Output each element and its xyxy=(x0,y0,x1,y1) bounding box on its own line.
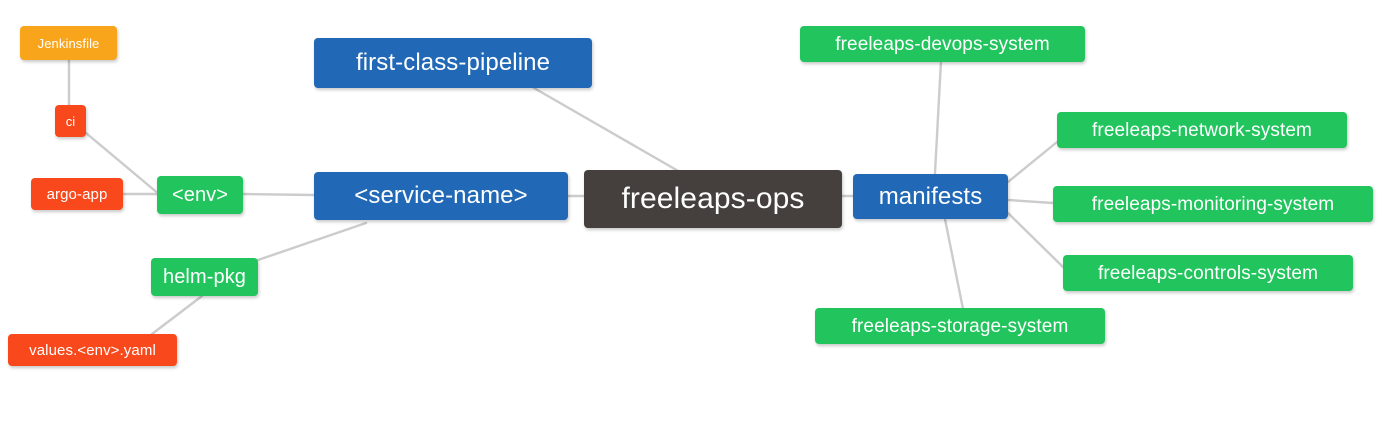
node-env[interactable]: <env> xyxy=(157,176,243,214)
node-freeleaps-monitoring-system[interactable]: freeleaps-monitoring-system xyxy=(1053,186,1373,222)
node-manifests[interactable]: manifests xyxy=(853,174,1008,219)
node-freeleaps-devops-system[interactable]: freeleaps-devops-system xyxy=(800,26,1085,62)
node-label-freeleaps-monitoring-system: freeleaps-monitoring-system xyxy=(1091,193,1335,215)
edge-helmpkg-service xyxy=(256,221,368,262)
edge-valuesyaml-helmpkg xyxy=(150,294,204,336)
node-label-jenkinsfile: Jenkinsfile xyxy=(37,35,100,51)
edge-manifests-monitoring xyxy=(1006,198,1055,205)
node-label-freeleaps-devops-system: freeleaps-devops-system xyxy=(835,33,1050,55)
node-ci[interactable]: ci xyxy=(55,105,86,137)
edge-manifests-network xyxy=(1006,140,1059,184)
node-helm-pkg[interactable]: helm-pkg xyxy=(151,258,258,296)
node-first-class-pipeline[interactable]: first-class-pipeline xyxy=(314,38,592,88)
node-freeleaps-storage-system[interactable]: freeleaps-storage-system xyxy=(815,308,1105,344)
node-label-freeleaps-ops: freeleaps-ops xyxy=(621,182,805,215)
edge-manifests-devops xyxy=(933,59,943,175)
node-label-ci: ci xyxy=(65,113,76,129)
node-argo-app[interactable]: argo-app xyxy=(31,178,123,210)
node-label-freeleaps-network-system: freeleaps-network-system xyxy=(1092,119,1312,141)
node-freeleaps-controls-system[interactable]: freeleaps-controls-system xyxy=(1063,255,1353,291)
node-service-name[interactable]: <service-name> xyxy=(314,172,568,220)
node-label-freeleaps-controls-system: freeleaps-controls-system xyxy=(1097,262,1319,284)
node-jenkinsfile[interactable]: Jenkinsfile xyxy=(20,26,117,60)
node-freeleaps-ops[interactable]: freeleaps-ops xyxy=(584,170,842,228)
node-label-values-env-yaml: values.<env>.yaml xyxy=(29,341,156,359)
edge-manifests-storage xyxy=(943,217,965,311)
edge-env-service xyxy=(241,192,316,197)
node-label-env: <env> xyxy=(171,184,229,206)
node-label-manifests: manifests xyxy=(878,182,983,210)
node-values-env-yaml[interactable]: values.<env>.yaml xyxy=(8,334,177,366)
node-freeleaps-network-system[interactable]: freeleaps-network-system xyxy=(1057,112,1347,148)
node-label-freeleaps-storage-system: freeleaps-storage-system xyxy=(851,315,1069,337)
node-label-service-name: <service-name> xyxy=(354,182,528,209)
node-label-helm-pkg: helm-pkg xyxy=(162,266,247,288)
node-label-argo-app: argo-app xyxy=(46,185,108,203)
node-label-first-class-pipeline: first-class-pipeline xyxy=(355,49,551,76)
edge-pipeline-root xyxy=(532,86,682,174)
